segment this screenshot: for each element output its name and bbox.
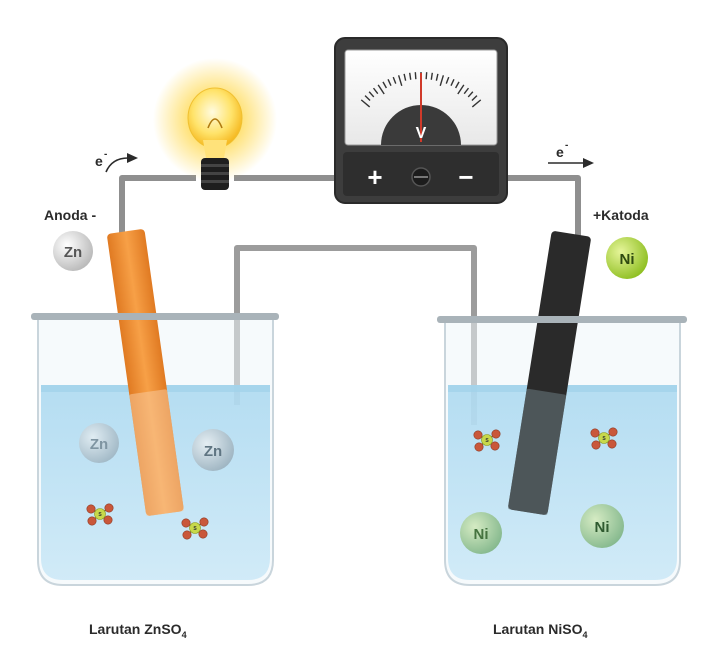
electron-charge-right: -	[565, 140, 568, 151]
meter-tick	[377, 84, 385, 95]
sulfur-atom	[598, 432, 610, 444]
meter-tick	[435, 73, 439, 81]
sulfur-label: S	[98, 512, 102, 518]
oxygen-atom	[87, 516, 97, 526]
ni-ion: Ni	[460, 512, 502, 554]
meter-tick	[414, 72, 417, 80]
sulfur-label: S	[193, 526, 197, 532]
meter-tick	[392, 76, 397, 84]
meter-tick	[368, 91, 375, 98]
oxygen-atom	[86, 504, 96, 514]
left-solution-name: Larutan ZnSO	[89, 621, 182, 637]
sulfate-ion: S	[473, 429, 501, 452]
sulfate-ion: S	[181, 517, 209, 540]
zn-ion-label: Zn	[204, 443, 222, 460]
meter-tick	[397, 75, 403, 87]
meter-tick	[382, 81, 388, 89]
voltmeter-symbol: V	[416, 125, 427, 142]
meter-tick	[471, 95, 478, 102]
sulfur-label: S	[485, 438, 489, 444]
oxygen-atom	[198, 529, 208, 539]
oxygen-atom	[590, 428, 600, 438]
zn-ion: Zn	[192, 429, 234, 471]
oxygen-atom	[473, 430, 483, 440]
light-bulb-icon	[153, 58, 277, 190]
zn-symbol-text: Zn	[64, 244, 82, 261]
oxygen-atom	[490, 441, 500, 451]
sulfur-atom	[189, 522, 201, 534]
meter-tick	[454, 81, 460, 89]
right-solution-name: Larutan NiSO	[493, 621, 583, 637]
right-solution-caption: Larutan NiSO4	[493, 621, 587, 640]
meter-tick	[409, 72, 412, 80]
sulfate-ion: S	[590, 427, 618, 450]
anode-label: Anoda -	[44, 207, 96, 223]
meter-tick	[430, 72, 433, 80]
left-solution-caption: Larutan ZnSO4	[89, 621, 187, 640]
oxygen-atom	[591, 440, 601, 450]
zn-electrode-symbol: Zn	[53, 231, 93, 271]
ni-ion: Ni	[580, 504, 624, 548]
meter-tick	[463, 87, 470, 95]
meter-tick	[387, 79, 392, 86]
oxygen-atom	[181, 518, 191, 528]
external-circuit-wire	[119, 175, 581, 240]
left-beaker-rim	[31, 313, 279, 320]
voltmeter-minus-terminal: −	[458, 162, 473, 192]
meter-tick	[457, 84, 465, 95]
electron-flow-right: e -	[548, 140, 594, 168]
sulfur-label: S	[602, 436, 606, 442]
ni-electrode-symbol: Ni	[606, 237, 648, 279]
voltmeter-plus-terminal: +	[367, 162, 382, 192]
oxygen-atom	[474, 442, 484, 452]
oxygen-atom	[104, 503, 114, 513]
electron-label-right: e	[556, 144, 564, 160]
meter-tick	[372, 87, 379, 95]
oxygen-atom	[182, 530, 192, 540]
zero-adjust-knob	[411, 167, 431, 187]
meter-tick	[360, 99, 371, 108]
voltmeter-icon: V + −	[334, 37, 508, 204]
right-beaker: Ni Ni S S	[437, 231, 687, 586]
right-beaker-rim	[437, 316, 687, 323]
oxygen-atom	[491, 429, 501, 439]
arrow-right-icon	[105, 157, 129, 173]
ni-symbol-text: Ni	[620, 251, 635, 268]
meter-tick	[439, 75, 445, 87]
meter-tick	[403, 73, 407, 81]
sulfur-atom	[481, 434, 493, 446]
oxygen-atom	[103, 515, 113, 525]
meter-tick	[364, 95, 371, 102]
left-beaker: Zn Zn S S	[31, 229, 279, 586]
meter-tick	[471, 99, 482, 108]
meter-tick	[450, 79, 455, 86]
oxygen-atom	[608, 427, 618, 437]
oxygen-atom	[199, 517, 209, 527]
sulfate-ion: S	[86, 503, 114, 526]
electron-flow-left: e -	[95, 149, 138, 173]
zn-ion-label: Zn	[90, 436, 108, 453]
electron-charge-left: -	[104, 149, 107, 160]
left-solution-subscript: 4	[182, 630, 187, 640]
electron-label-left: e	[95, 153, 103, 169]
ni-ion-label: Ni	[595, 519, 610, 536]
meter-scale	[360, 72, 482, 108]
sulfur-atom	[94, 508, 106, 520]
meter-tick	[467, 91, 474, 98]
cathode-label: +Katoda	[593, 207, 649, 223]
meter-tick	[445, 76, 450, 84]
ni-ion-label: Ni	[474, 526, 489, 543]
right-solution-subscript: 4	[582, 630, 587, 640]
oxygen-atom	[607, 439, 617, 449]
zn-ion: Zn	[79, 423, 119, 463]
meter-tick	[425, 72, 428, 80]
